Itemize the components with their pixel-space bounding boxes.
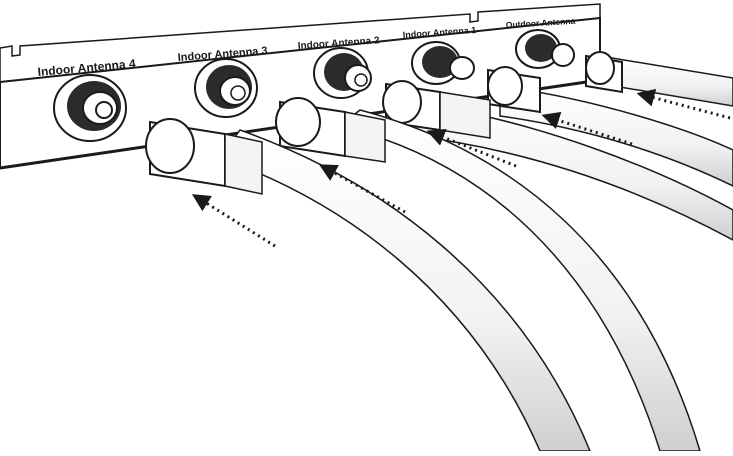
label-outdoor-antenna: Outdoor Antenna	[506, 16, 576, 30]
cable-outdoor-antenna	[585, 51, 733, 107]
insert-arrow-icon	[191, 89, 731, 248]
connector-outdoor-antenna	[515, 29, 575, 69]
connector-indoor-antenna-4	[53, 74, 127, 142]
coax-cable-icon	[145, 118, 592, 452]
connector-indoor-antenna-1	[411, 41, 475, 85]
cable-indoor-antenna-2	[275, 97, 702, 452]
coax-connector-icon	[194, 58, 258, 118]
cable-indoor-antenna-1-rear	[487, 66, 733, 187]
cable-indoor-antenna-1	[382, 80, 733, 241]
connector-indoor-antenna-2	[313, 47, 372, 99]
